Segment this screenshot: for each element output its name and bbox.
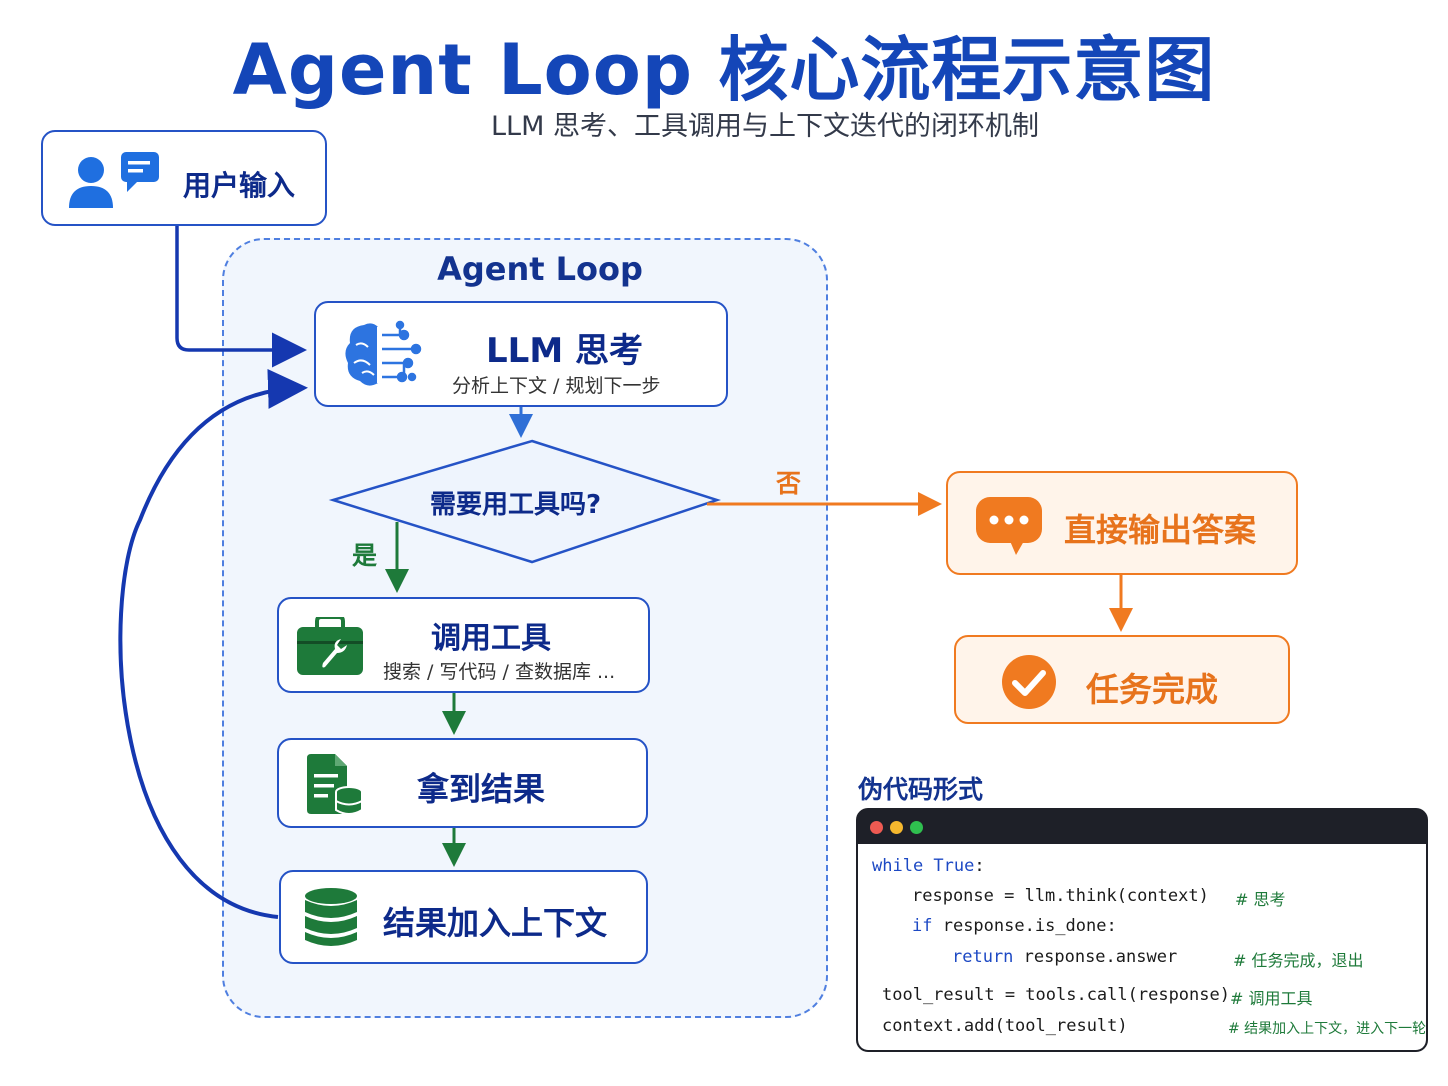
code-comment-5: # 调用工具 bbox=[1230, 989, 1313, 1008]
call-tool-subtitle: 搜索 / 写代码 / 查数据库 ... bbox=[383, 661, 616, 683]
check-circle-icon bbox=[1002, 655, 1056, 709]
database-icon bbox=[305, 888, 357, 946]
code-comment-2: # 思考 bbox=[1235, 890, 1286, 909]
direct-answer-title: 直接输出答案 bbox=[1064, 511, 1257, 549]
code-line-1: while True: bbox=[872, 856, 985, 876]
task-done-node: 任务完成 bbox=[954, 635, 1290, 724]
code-line-5: tool_result = tools.call(response) bbox=[882, 985, 1230, 1005]
call-tool-node: 调用工具 搜索 / 写代码 / 查数据库 ... bbox=[277, 597, 650, 693]
call-tool-title: 调用工具 bbox=[431, 621, 551, 656]
page-subtitle: LLM 思考、工具调用与上下文迭代的闭环机制 bbox=[491, 111, 1039, 142]
llm-think-subtitle: 分析上下文 / 规划下一步 bbox=[452, 375, 661, 397]
chat-bubble-icon bbox=[976, 497, 1042, 555]
code-comment-6: # 结果加入上下文，进入下一轮 bbox=[1228, 1021, 1427, 1037]
code-body: while True: response = llm.think(context… bbox=[858, 844, 1426, 1050]
agent-loop-title: Agent Loop bbox=[437, 250, 643, 288]
code-window: while True: response = llm.think(context… bbox=[856, 808, 1428, 1052]
window-minimize-dot bbox=[890, 821, 903, 834]
llm-think-node: LLM 思考 分析上下文 / 规划下一步 bbox=[314, 301, 728, 407]
toolbox-icon bbox=[297, 617, 363, 675]
pseudocode-title: 伪代码形式 bbox=[858, 775, 984, 804]
task-done-title: 任务完成 bbox=[1086, 670, 1218, 709]
user-input-node: 用户输入 bbox=[41, 130, 327, 226]
decision-label: 需要用工具吗? bbox=[430, 490, 602, 520]
arrow-loop-back bbox=[118, 368, 308, 919]
get-result-node: 拿到结果 bbox=[277, 738, 648, 828]
get-result-title: 拿到结果 bbox=[417, 770, 546, 808]
code-line-6: context.add(tool_result) bbox=[882, 1016, 1128, 1036]
window-close-dot bbox=[870, 821, 883, 834]
brain-icon bbox=[345, 320, 422, 386]
page-title: Agent Loop 核心流程示意图 bbox=[232, 29, 1216, 111]
code-line-4: return response.answer bbox=[952, 947, 1178, 967]
document-database-icon bbox=[307, 754, 363, 815]
code-comment-4: # 任务完成，退出 bbox=[1233, 951, 1364, 970]
decision-yes-label: 是 bbox=[352, 541, 378, 570]
code-line-3: if response.is_done: bbox=[912, 916, 1117, 936]
code-window-titlebar bbox=[858, 810, 1426, 844]
direct-answer-node: 直接输出答案 bbox=[946, 471, 1298, 575]
user-input-label: 用户输入 bbox=[183, 169, 296, 202]
user-chat-icon bbox=[69, 152, 159, 208]
arrow-user-to-llm bbox=[175, 226, 307, 368]
add-context-node: 结果加入上下文 bbox=[279, 870, 648, 964]
code-line-2: response = llm.think(context) bbox=[912, 886, 1209, 906]
window-maximize-dot bbox=[910, 821, 923, 834]
decision-diamond bbox=[328, 439, 722, 564]
decision-no-label: 否 bbox=[776, 469, 802, 498]
add-context-title: 结果加入上下文 bbox=[383, 904, 608, 942]
llm-think-title: LLM 思考 bbox=[486, 331, 644, 371]
